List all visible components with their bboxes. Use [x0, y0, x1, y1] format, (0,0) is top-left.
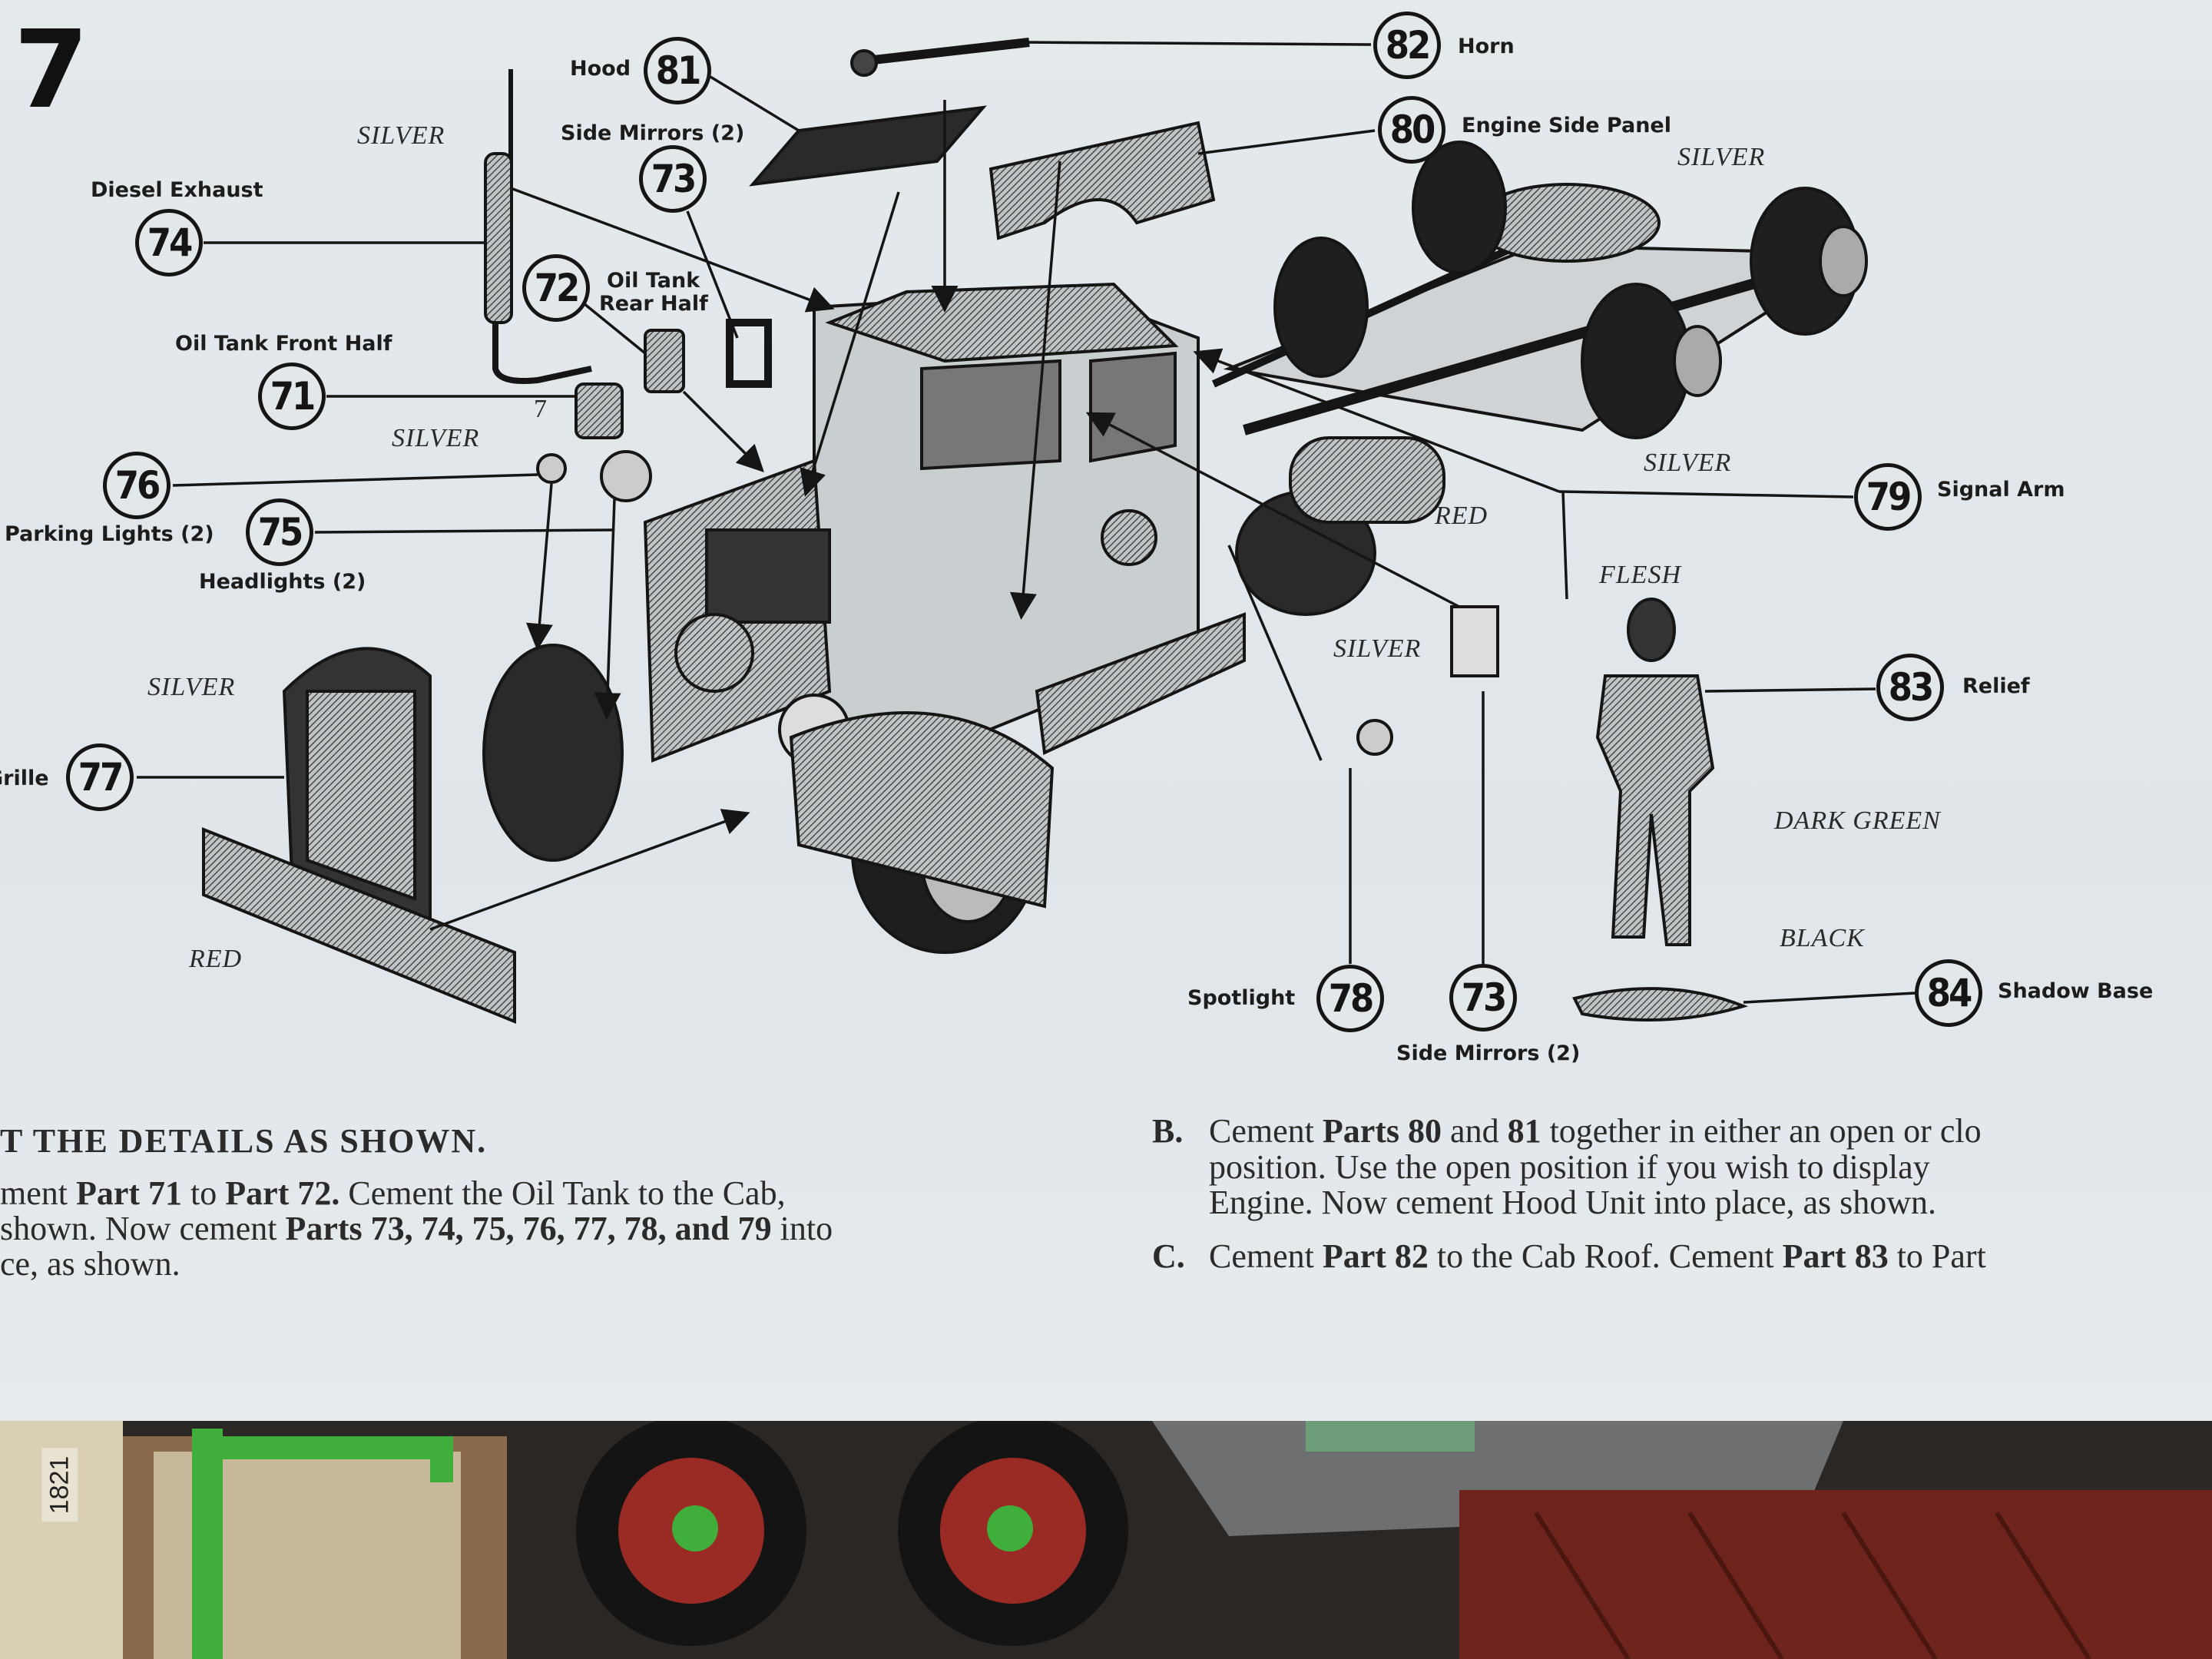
paint-silver-lights: SILVER	[392, 424, 480, 452]
front-fender-wheel	[482, 644, 1055, 954]
oil-tank-parts	[575, 319, 772, 439]
callout-78: 78	[1316, 965, 1384, 1032]
red-trailer-bed	[1459, 1490, 2212, 1659]
chassis	[1211, 183, 1864, 435]
instructions-heading: T THE DETAILS AS SHOWN.	[0, 1122, 488, 1160]
paint-black: BLACK	[1780, 924, 1865, 952]
label-relief: Relief	[1962, 674, 2030, 698]
callout-73-bottom: 73	[1449, 964, 1517, 1031]
truck-exploded-diagram	[137, 38, 1916, 1024]
callout-71: 71	[258, 363, 326, 430]
callout-80: 80	[1378, 96, 1445, 164]
label-horn: Horn	[1458, 35, 1515, 58]
callout-77: 77	[66, 743, 134, 811]
paint-silver-spotlight: SILVER	[1333, 634, 1422, 663]
callout-84: 84	[1915, 959, 1982, 1027]
callout-82: 82	[1373, 12, 1441, 79]
label-side-mirrors-top: Side Mirrors (2)	[561, 121, 745, 145]
label-engine-side-panel: Engine Side Panel	[1462, 114, 1671, 137]
label-oil-tank-front-half: Oil Tank Front Half	[175, 332, 392, 356]
paint-silver-chassis: SILVER	[1677, 143, 1766, 171]
instruction-a-line-2: shown. Now cement Parts 73, 74, 75, 76, …	[0, 1210, 833, 1247]
callout-72: 72	[522, 254, 590, 322]
callout-76: 76	[103, 452, 171, 519]
paint-dark-green: DARK GREEN	[1774, 806, 1941, 835]
driver-figure	[1595, 598, 1715, 946]
mirror-spotlight-parts	[1356, 605, 1749, 1022]
label-hood: Hood	[570, 57, 631, 81]
grille-part	[202, 647, 516, 1024]
instruction-b-line-2: position. Use the open position if you w…	[1209, 1148, 1930, 1186]
label-side-mirrors-bottom: Side Mirrors (2)	[1396, 1041, 1581, 1065]
paint-silver-signal: SILVER	[1644, 449, 1732, 477]
callout-79: 79	[1854, 463, 1922, 531]
instruction-b-line-3: Engine. Now cement Hood Unit into place,…	[1209, 1184, 1937, 1221]
paint-seven-mark: 7	[534, 395, 548, 423]
instruction-a-line-1: ment Part 71 to Part 72. Cement the Oil …	[0, 1174, 786, 1212]
paint-red-signal: RED	[1435, 502, 1488, 530]
step-number: 7	[14, 8, 89, 133]
instruction-b-line-1: Cement Parts 80 and 81 together in eithe…	[1209, 1112, 1982, 1150]
instruction-c-line-1: Cement Part 82 to the Cab Roof. Cement P…	[1209, 1237, 1986, 1275]
instruction-c-marker: C.	[1152, 1237, 1185, 1275]
label-headlights: Headlights (2)	[199, 570, 366, 594]
label-oil-tank: Oil Tank	[607, 269, 700, 293]
light-parts	[536, 450, 652, 502]
leader-lines	[137, 41, 1916, 1004]
hood-part	[749, 105, 1216, 240]
instruction-b-marker: B.	[1152, 1112, 1184, 1150]
label-shadow-base: Shadow Base	[1998, 979, 2154, 1003]
cab	[813, 282, 1246, 778]
paint-silver-grille: SILVER	[147, 673, 236, 701]
horn-part	[850, 38, 1030, 77]
label-grille: Grille	[0, 767, 49, 790]
callout-74: 74	[135, 209, 203, 276]
paint-silver-exhaust: SILVER	[357, 121, 445, 150]
box-code: 1821	[41, 1448, 78, 1522]
label-signal-arm: Signal Arm	[1937, 478, 2065, 502]
toy-wheel	[576, 1421, 806, 1646]
label-diesel-exhaust: Diesel Exhaust	[91, 178, 263, 202]
exhaust-part	[484, 69, 592, 384]
fuel-tanks	[1235, 436, 1445, 616]
label-rear-half: Rear Half	[599, 292, 708, 316]
instruction-a-line-3: ce, as shown.	[0, 1245, 180, 1283]
label-spotlight: Spotlight	[1187, 986, 1296, 1010]
callout-73-top: 73	[639, 145, 707, 213]
rear-wheels	[1273, 141, 1868, 439]
callout-75: 75	[246, 498, 313, 566]
callout-81: 81	[644, 37, 711, 104]
kit-parts-scene	[0, 1421, 2212, 1659]
instruction-sheet: 7 81 Hood 82 Horn 80 Engine Side Panel 7…	[0, 0, 2212, 1421]
paint-flesh: FLESH	[1599, 561, 1681, 589]
model-kit-parts-photo: 1821	[0, 1421, 2212, 1659]
label-parking-lights: Parking Lights (2)	[5, 522, 214, 546]
green-sprue	[192, 1429, 223, 1659]
callout-83: 83	[1876, 654, 1944, 721]
paint-red-bumper: RED	[189, 945, 243, 973]
toy-wheel	[898, 1421, 1128, 1646]
engine	[643, 459, 850, 766]
